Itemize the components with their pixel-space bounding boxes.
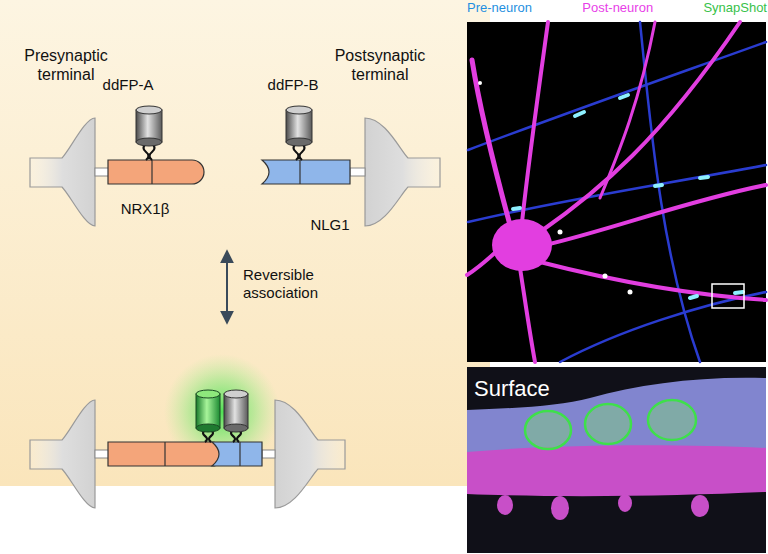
panel-label: Surface: [474, 376, 584, 402]
legend-text: Pre-neuron: [467, 0, 532, 15]
legend-entry: Pre-neuron: [467, 0, 532, 16]
protein-label: NLG1: [280, 216, 380, 234]
protein-label: ddFP-A: [78, 76, 178, 94]
terminal-label: Presynaptic terminal: [16, 46, 116, 84]
process-label: Reversible association: [243, 266, 363, 302]
protein-label: NRX1β: [95, 200, 195, 218]
legend-text: SynapShot: [703, 0, 767, 15]
legend-entry: Post-neuron: [582, 0, 653, 16]
legend-entry: SynapShot: [703, 0, 767, 16]
legend: Pre-neuron Post-neuron SynapShot: [467, 0, 767, 16]
protein-label: ddFP-B: [243, 76, 343, 94]
terminal-label: Postsynaptic terminal: [325, 46, 435, 84]
legend-text: Post-neuron: [582, 0, 653, 15]
